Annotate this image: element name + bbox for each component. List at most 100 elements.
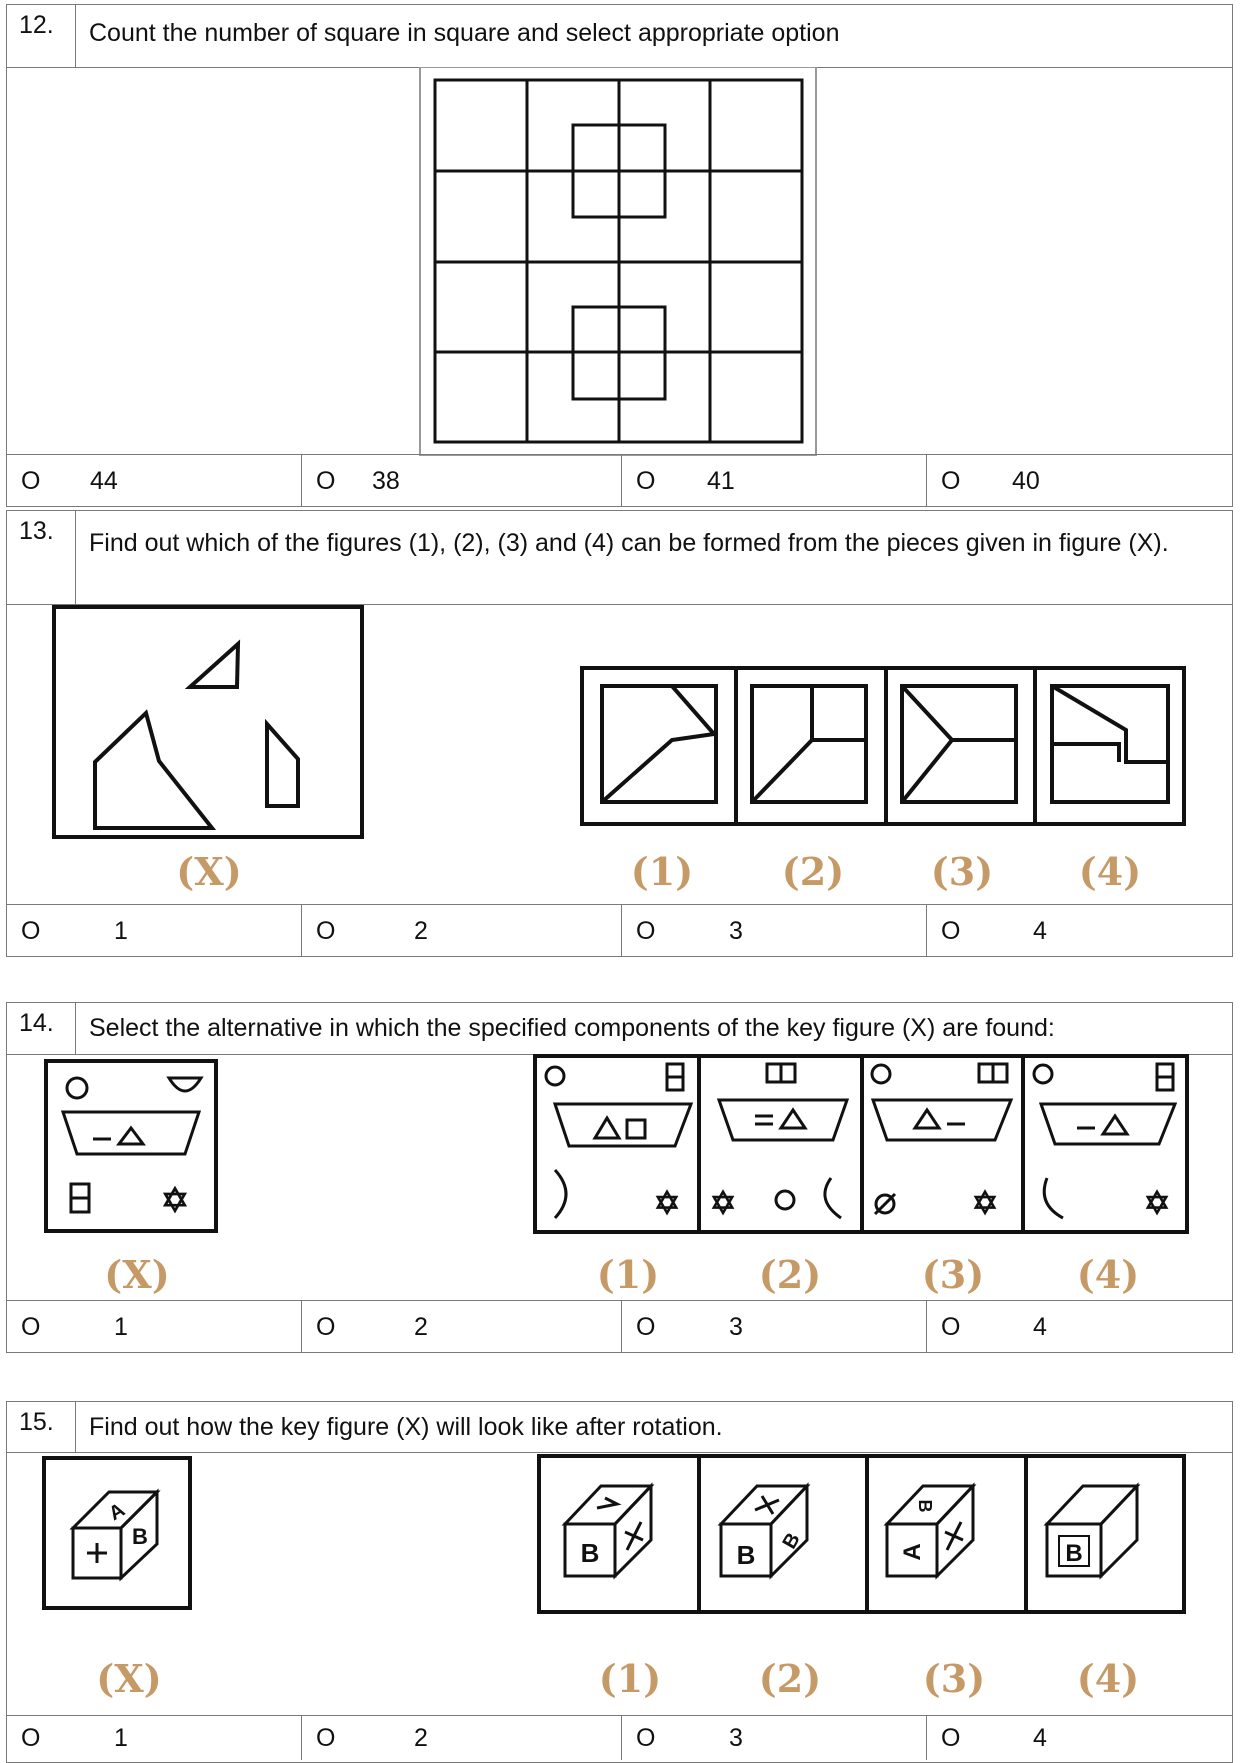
- question-figure: [7, 67, 1232, 456]
- option-value: 4: [1033, 1724, 1047, 1753]
- cube-face-letter: B: [737, 1540, 756, 1570]
- svg-text:✡: ✡: [161, 1182, 190, 1220]
- option-value: 3: [729, 917, 743, 946]
- option-1[interactable]: O 1: [7, 1716, 302, 1760]
- svg-text:A: A: [105, 1499, 129, 1525]
- option-value: 40: [1012, 467, 1040, 496]
- radio-marker[interactable]: O: [316, 1313, 335, 1342]
- question-header: 12. Count the number of square in square…: [7, 5, 1232, 68]
- figure-label: (4): [1077, 1656, 1139, 1701]
- answer-options: O 44 O 38 O 41 O 40: [7, 454, 1232, 506]
- question-14: 14. Select the alternative in which the …: [6, 1002, 1233, 1353]
- question-figure: A B (X) B B B: [7, 1452, 1232, 1720]
- option-3[interactable]: O 3: [622, 905, 927, 956]
- cube-rotation-figure: A B (X) B B B: [7, 1452, 1232, 1720]
- option-3[interactable]: O 3: [622, 1716, 927, 1760]
- radio-marker[interactable]: O: [316, 917, 335, 946]
- question-figure: (X) (1) (2) (3) (4): [7, 604, 1232, 907]
- radio-marker[interactable]: O: [636, 917, 655, 946]
- option-4[interactable]: O 4: [927, 1301, 1232, 1352]
- figure-label: (1): [631, 849, 693, 894]
- pieces-figure: (X) (1) (2) (3) (4): [7, 604, 1232, 907]
- question-text: Count the number of square in square and…: [89, 19, 1220, 47]
- option-2[interactable]: O 2: [302, 1301, 622, 1352]
- option-value: 4: [1033, 1313, 1047, 1342]
- option-value: 2: [414, 917, 428, 946]
- question-header: 14. Select the alternative in which the …: [7, 1003, 1232, 1055]
- question-13: 13. Find out which of the figures (1), (…: [6, 510, 1233, 957]
- square-grid-figure: [7, 67, 1232, 456]
- components-figure: ✡ (X) ✡ ✡: [7, 1054, 1232, 1303]
- answer-options: O 1 O 2 O 3 O 4: [7, 1300, 1232, 1352]
- option-value: 2: [414, 1313, 428, 1342]
- option-4[interactable]: O 4: [927, 905, 1232, 956]
- option-1[interactable]: O 44: [7, 455, 302, 506]
- figure-label: (2): [759, 1252, 821, 1297]
- radio-marker[interactable]: O: [636, 467, 655, 496]
- figure-label: (X): [176, 849, 241, 894]
- option-value: 1: [114, 1724, 128, 1753]
- option-1[interactable]: O 1: [7, 1301, 302, 1352]
- question-text: Select the alternative in which the spec…: [89, 1014, 1220, 1042]
- option-value: 1: [114, 917, 128, 946]
- question-number: 12.: [7, 5, 76, 67]
- question-text: Find out how the key figure (X) will loo…: [89, 1413, 1220, 1441]
- radio-marker[interactable]: O: [941, 1313, 960, 1342]
- option-value: 38: [372, 467, 400, 496]
- option-2[interactable]: O 2: [302, 1716, 622, 1760]
- question-number: 13.: [7, 511, 76, 604]
- option-3[interactable]: O 41: [622, 455, 927, 506]
- figure-label: (3): [922, 1252, 984, 1297]
- cube-face-letter: B: [581, 1538, 600, 1568]
- figure-label: (3): [931, 849, 993, 894]
- option-1[interactable]: O 1: [7, 905, 302, 956]
- figure-label: (3): [923, 1656, 985, 1701]
- radio-marker[interactable]: O: [21, 917, 40, 946]
- option-value: 3: [729, 1724, 743, 1753]
- radio-marker[interactable]: O: [941, 467, 960, 496]
- question-15: 15. Find out how the key figure (X) will…: [6, 1401, 1233, 1763]
- figure-label: (X): [104, 1252, 169, 1297]
- question-header: 15. Find out how the key figure (X) will…: [7, 1402, 1232, 1453]
- option-value: 41: [707, 467, 735, 496]
- svg-text:A: A: [899, 1543, 926, 1560]
- radio-marker[interactable]: O: [941, 1724, 960, 1753]
- radio-marker[interactable]: O: [941, 917, 960, 946]
- question-number: 15.: [7, 1402, 76, 1452]
- radio-marker[interactable]: O: [21, 1313, 40, 1342]
- answer-options: O 1 O 2 O 3 O 4: [7, 904, 1232, 956]
- radio-marker[interactable]: O: [316, 1724, 335, 1753]
- option-4[interactable]: O 40: [927, 455, 1232, 506]
- radio-marker[interactable]: O: [21, 467, 40, 496]
- question-text: Find out which of the figures (1), (2), …: [89, 529, 1220, 557]
- radio-marker[interactable]: O: [316, 467, 335, 496]
- svg-text:B: B: [915, 1500, 935, 1513]
- figure-label: (1): [597, 1252, 659, 1297]
- svg-text:B: B: [779, 1529, 805, 1553]
- option-value: 3: [729, 1313, 743, 1342]
- figure-label: (1): [599, 1656, 661, 1701]
- radio-marker[interactable]: O: [636, 1724, 655, 1753]
- option-value: 44: [90, 467, 118, 496]
- figure-label: (X): [96, 1656, 161, 1701]
- figure-label: (2): [782, 849, 844, 894]
- question-figure: ✡ (X) ✡ ✡: [7, 1054, 1232, 1303]
- question-12: 12. Count the number of square in square…: [6, 4, 1233, 507]
- cube-face-letter: B: [1065, 1540, 1082, 1567]
- figure-label: (4): [1077, 1252, 1139, 1297]
- svg-text:✡: ✡: [654, 1185, 681, 1221]
- option-2[interactable]: O 38: [302, 455, 622, 506]
- radio-marker[interactable]: O: [636, 1313, 655, 1342]
- option-2[interactable]: O 2: [302, 905, 622, 956]
- radio-marker[interactable]: O: [21, 1724, 40, 1753]
- figure-label: (2): [759, 1656, 821, 1701]
- figure-label: (4): [1079, 849, 1141, 894]
- svg-text:✡: ✡: [1144, 1185, 1171, 1221]
- option-value: 1: [114, 1313, 128, 1342]
- option-value: 2: [414, 1724, 428, 1753]
- answer-options: O 1 O 2 O 3 O 4: [7, 1715, 1232, 1760]
- option-value: 4: [1033, 917, 1047, 946]
- svg-text:B: B: [132, 1524, 148, 1549]
- option-4[interactable]: O 4: [927, 1716, 1232, 1760]
- option-3[interactable]: O 3: [622, 1301, 927, 1352]
